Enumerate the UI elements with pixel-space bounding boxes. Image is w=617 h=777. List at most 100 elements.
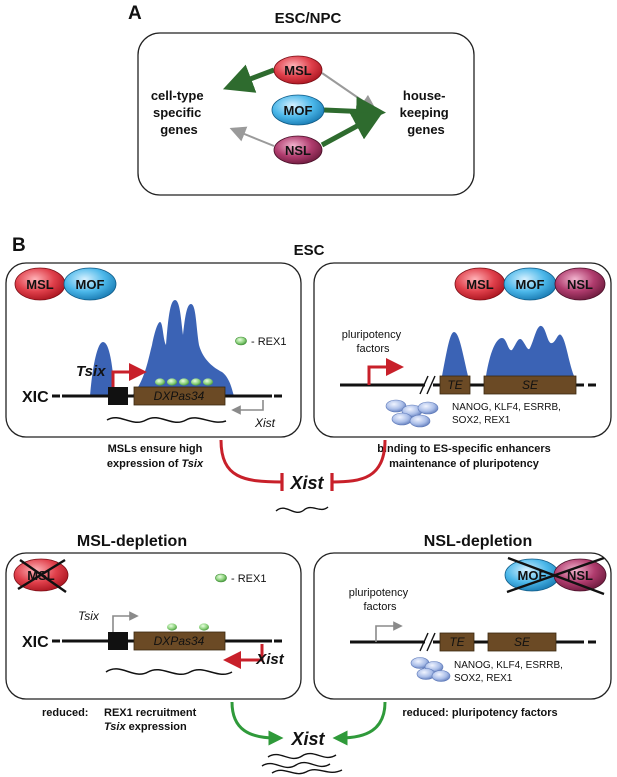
inhibit-arc-right: [331, 439, 387, 484]
pluripotency-factor-blobs: [385, 399, 439, 428]
pluripotency-factor-blobs-reduced: [410, 657, 451, 682]
xist-low-transcript: [275, 506, 329, 513]
xist-promoter-arrow: [223, 644, 264, 669]
esc-left-caption-1: MSLs ensure high: [108, 443, 203, 455]
panel-a: A ESC/NPC cell-type specific genes house…: [128, 3, 475, 196]
xist-red-label: Xist: [255, 651, 285, 668]
cell-type-genes-label: cell-type specific genes: [151, 88, 207, 137]
svg-text:NSL: NSL: [285, 143, 311, 158]
tsix-transcript: [106, 417, 227, 423]
tsix-peak: [90, 342, 115, 396]
rex1-legend-label: - REX1: [251, 336, 286, 348]
dxpas34-label-2: DXPas34: [154, 634, 205, 648]
esc-title: ESC: [294, 242, 325, 259]
esc-right-caption-2: maintenance of pluripotency: [389, 458, 540, 470]
svg-text:MSL: MSL: [284, 63, 312, 78]
dxpas34-peaks: [132, 300, 234, 396]
factor-list-2: NANOG, KLF4, ESRRB, SOX2, REX1: [454, 660, 566, 684]
pluripotency-factors-label: pluripotency factors: [342, 329, 404, 355]
pluripotency-factors-label-2: pluripotency factors: [349, 587, 411, 613]
msl-depletion-box: MSL - REX1 XIC DXPas34 Tsix Xist: [5, 552, 302, 700]
mof-complex-a: MOF: [271, 94, 325, 126]
esc-left-caption-2: expression of Tsix: [107, 458, 204, 470]
nsl-badge-crossed: NSL: [506, 556, 607, 596]
msl-badge-crossed: MSL: [13, 558, 69, 593]
te-label-2: TE: [449, 635, 465, 649]
se-peak: [486, 325, 574, 376]
nsl-to-celltype-arrow: [229, 126, 275, 147]
panel-a-letter: A: [128, 3, 142, 24]
svg-text:MOF: MOF: [76, 277, 105, 292]
svg-text:NSL: NSL: [567, 568, 593, 583]
mof-to-housekeeping-arrow: [323, 96, 386, 127]
te-peak: [442, 332, 468, 376]
se-box-2: [487, 632, 557, 652]
pluri-weak-arrow: [375, 621, 403, 642]
xic-label: XIC: [22, 389, 49, 406]
msl-dep-caption-1: REX1 recruitment: [104, 707, 197, 719]
te-label: TE: [447, 378, 463, 392]
tsix-promoter-arrow: [111, 363, 147, 387]
svg-text:MSL: MSL: [26, 277, 54, 292]
se-label: SE: [522, 378, 539, 392]
nsl-dep-caption: reduced: pluripotency factors: [402, 707, 557, 719]
msl-dep-caption-2: Tsix expression: [104, 721, 187, 733]
housekeeping-genes-label: house- keeping genes: [400, 88, 453, 137]
mof-badge: MOF: [63, 267, 117, 301]
msl-badge: MSL: [14, 267, 66, 301]
te-box: [439, 375, 471, 395]
rex1-bound: [155, 378, 213, 386]
msl-depletion-title: MSL-depletion: [77, 533, 187, 550]
nsl-badge-right: NSL: [554, 267, 606, 301]
dxpas34-box: [133, 386, 226, 406]
msl-to-housekeeping-arrow: [321, 72, 377, 111]
tsix-exon: [108, 387, 128, 405]
mof-badge-right: MOF: [503, 267, 557, 301]
nsl-to-housekeeping-arrow: [320, 111, 384, 148]
xic-label-2: XIC: [22, 634, 49, 651]
te-box-2: [439, 632, 475, 652]
tsix-weak-arrow: [112, 611, 139, 632]
xist-gray-label: Xist: [254, 416, 276, 430]
svg-text:MSL: MSL: [466, 277, 494, 292]
msl-complex-a: MSL: [273, 55, 323, 85]
xist-transcript-msl: [105, 668, 233, 675]
xist-high-transcripts: [261, 752, 343, 775]
svg-text:MOF: MOF: [518, 568, 547, 583]
break-mark: [419, 375, 429, 395]
svg-text:NSL: NSL: [567, 277, 593, 292]
rex1-legend-dot: [235, 336, 247, 346]
inhibit-arc-left: [219, 439, 283, 484]
esc-right-box: MSL MOF NSL pluripotency factors TE SE: [313, 262, 612, 438]
tsix-label: Tsix: [76, 363, 106, 380]
activate-arc-left: [230, 701, 284, 746]
esc-left-box: MSL MOF - REX1 XIC DXPas34 Tsix: [5, 262, 302, 438]
rex1-legend-label-2: - REX1: [231, 573, 266, 585]
break-mark-2: [419, 632, 429, 652]
xist-gray-arrow: [231, 400, 264, 415]
nsl-depletion-box: MOF NSL pluripotency factors TE SE: [313, 552, 612, 700]
factor-list: NANOG, KLF4, ESRRB, SOX2, REX1: [452, 402, 564, 426]
dxpas34-label: DXPas34: [154, 389, 205, 403]
msl-dep-caption-reduced: reduced:: [42, 707, 88, 719]
tsix-weak-label: Tsix: [78, 609, 100, 623]
nsl-depletion-title: NSL-depletion: [424, 533, 532, 550]
dxpas34-box-2: [133, 631, 226, 651]
rex1-legend-dot-2: [215, 573, 227, 583]
msl-badge-right: MSL: [454, 267, 506, 301]
rex1-bound-reduced: [167, 623, 209, 631]
xist-bottom-label: Xist: [290, 729, 325, 749]
se-label-2: SE: [514, 635, 531, 649]
se-box: [483, 375, 577, 395]
esc-right-caption-1: binding to ES-specific enhancers: [377, 443, 551, 455]
panel-a-frame: [137, 32, 475, 196]
tsix-exon-2: [108, 632, 128, 650]
nsl-complex-a: NSL: [273, 135, 323, 165]
pluri-promoter-arrow: [367, 358, 404, 385]
xist-center-label: Xist: [289, 473, 324, 493]
activate-arc-right: [332, 701, 387, 746]
svg-text:MOF: MOF: [516, 277, 545, 292]
panel-a-title: ESC/NPC: [275, 10, 342, 27]
panel-b-letter: B: [12, 235, 26, 256]
